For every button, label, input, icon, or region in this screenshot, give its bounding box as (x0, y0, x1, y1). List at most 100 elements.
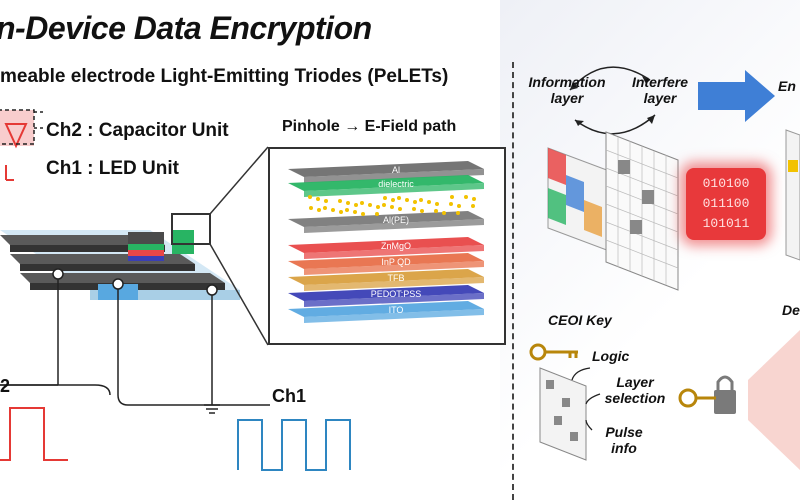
binary-line: 011100 (702, 196, 750, 211)
field-particle (368, 203, 372, 207)
field-particle (382, 203, 386, 207)
stack-layer-side (304, 309, 484, 323)
field-particle (360, 201, 364, 205)
stack-layer-side (304, 169, 484, 183)
interfere-layer-grid (605, 131, 679, 291)
key-icon (529, 343, 578, 361)
stack-layer-label: ZnMgO (381, 241, 411, 251)
ch2-waveform-label: 2 (0, 376, 11, 396)
field-particle (316, 197, 320, 201)
field-particle (427, 200, 431, 204)
information-layer-label: Information layer (528, 74, 606, 106)
field-particle (472, 197, 476, 201)
field-particle (450, 195, 454, 199)
field-particle (324, 199, 328, 203)
logic-label: Logic (592, 348, 630, 364)
pinhole-label: Pinhole → E-Field path (282, 118, 457, 135)
field-particle (390, 205, 394, 209)
field-particle (323, 206, 327, 210)
field-particle (375, 212, 379, 216)
field-particle (456, 211, 460, 215)
field-particle (345, 208, 349, 212)
field-particle (391, 198, 395, 202)
stack-layer-side (304, 277, 484, 291)
key-grid (539, 367, 587, 461)
field-particle (413, 200, 417, 204)
decrypt-light-beam (748, 330, 800, 470)
section-divider (512, 62, 514, 500)
field-particle (434, 209, 438, 213)
circuit-wiring (0, 268, 270, 414)
encrypt-arrow (698, 70, 775, 122)
stack-layer-side (304, 293, 484, 307)
field-particle (383, 196, 387, 200)
stack-layer (288, 237, 484, 253)
field-particle (435, 202, 439, 206)
layer-selection-label: Layer selection (604, 374, 666, 406)
stack-layer (288, 285, 484, 301)
field-particle (405, 198, 409, 202)
device-pixel (98, 230, 194, 300)
ch2-waveform (0, 407, 68, 461)
field-particle (354, 203, 358, 207)
stack-layer-side (304, 183, 484, 197)
binary-line: 101011 (702, 216, 750, 231)
field-particle (464, 195, 468, 199)
field-particle (339, 210, 343, 214)
stack-layer-label: Al (392, 165, 400, 175)
field-particle (398, 207, 402, 211)
stack-layer (288, 161, 484, 177)
field-particle (317, 208, 321, 212)
ch2-capacitor-label: Ch2 : Capacitor Unit (46, 120, 229, 141)
field-particle (376, 205, 380, 209)
field-particle (309, 206, 313, 210)
field-particle (397, 196, 401, 200)
field-particle (353, 210, 357, 214)
stack-layer-label: ITO (389, 305, 404, 315)
decrypt-label-fragment: De (782, 302, 800, 318)
stack-layer-label: Al(PE) (383, 215, 409, 225)
stack-layer (288, 301, 484, 317)
information-layer-grid (547, 147, 613, 253)
field-particle (361, 212, 365, 216)
stack-layer (288, 211, 484, 227)
ch1-led-label: Ch1 : LED Unit (46, 158, 179, 179)
field-particle (331, 208, 335, 212)
page-title: n-Device Data Encryption (0, 10, 372, 46)
encrypt-label-fragment: En (778, 78, 796, 94)
swap-arrow-top (569, 66, 651, 91)
lock-icon (678, 375, 736, 414)
field-particle (457, 204, 461, 208)
binary-line: 010100 (702, 176, 750, 191)
field-particle (346, 201, 350, 205)
field-particle (338, 199, 342, 203)
ceoi-key-label: CEOI Key (548, 312, 612, 328)
stack-layer (288, 175, 484, 191)
field-particle (442, 211, 446, 215)
field-particle (419, 198, 423, 202)
zoom-indicator (171, 213, 211, 245)
swap-arrow-bottom (574, 114, 656, 135)
binary-code-panel: 010100 011100 101011 (686, 168, 766, 240)
interfere-layer-label: Interfere layer (631, 74, 689, 106)
stack-layer-label: dielectric (378, 179, 414, 189)
ch1-waveform-label: Ch1 (272, 386, 307, 406)
stack-layer-side (304, 261, 484, 275)
stack-layer-label: InP QD (381, 257, 411, 267)
stack-layer-label: PEDOT:PSS (371, 289, 422, 299)
field-particle (412, 207, 416, 211)
field-particle (420, 209, 424, 213)
field-particle (449, 202, 453, 206)
stack-layer-side (304, 219, 484, 233)
stack-layer-side (304, 245, 484, 259)
subtitle: meable electrode Light-Emitting Triodes … (0, 66, 449, 87)
encrypted-grid-fragment (785, 129, 800, 261)
legend-pixel-icon (0, 109, 44, 181)
pulse-info-label: Pulse info (605, 424, 643, 456)
ch1-waveform (237, 419, 351, 471)
stack-layer-label: TFB (388, 273, 405, 283)
stack-layer (288, 269, 484, 285)
